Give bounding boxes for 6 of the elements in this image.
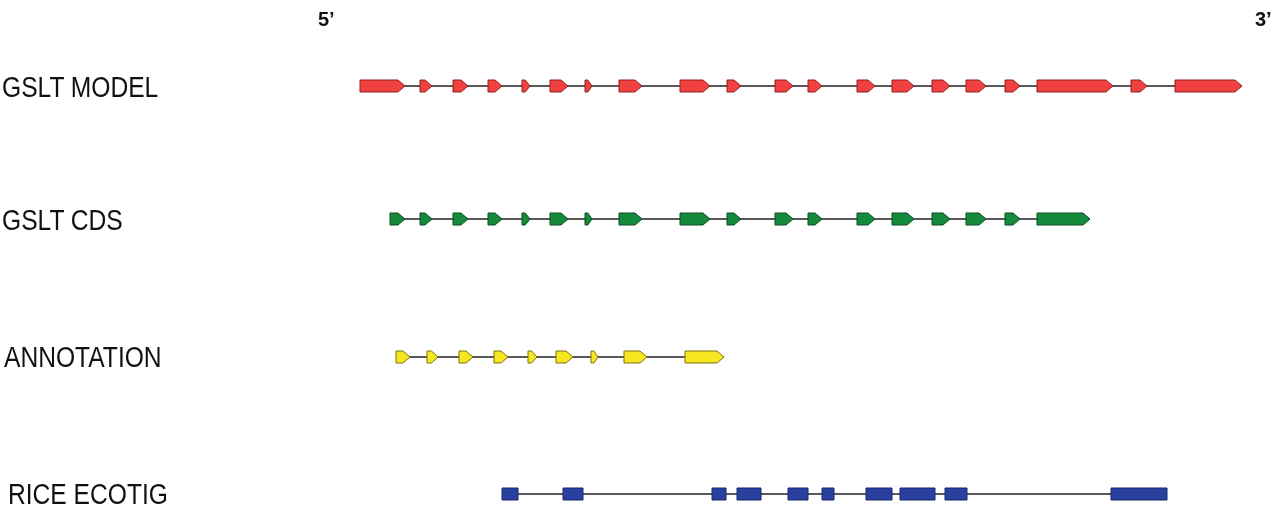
track-label: GSLT CDS — [2, 203, 123, 237]
track-label: RICE ECOTIG — [8, 477, 168, 511]
end-label: 3’ — [1255, 8, 1272, 31]
track-label: GSLT MODEL — [2, 70, 159, 104]
end-label: 5’ — [318, 8, 335, 31]
track-label: ANNOTATION — [4, 340, 162, 374]
